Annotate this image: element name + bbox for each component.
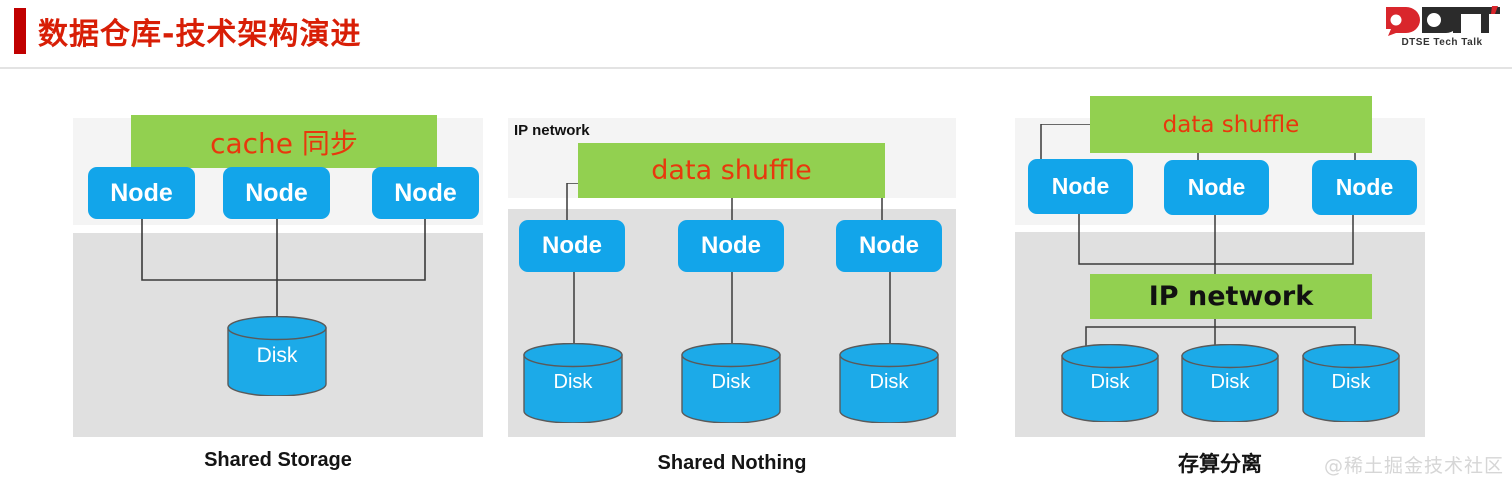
node-box[interactable]: Node	[678, 220, 784, 272]
dtt-logo: DTSE Tech Talk	[1382, 4, 1502, 56]
node-label: Node	[110, 178, 173, 207]
disk-cylinder: Disk	[523, 343, 623, 423]
node-box[interactable]: Node	[1028, 159, 1133, 214]
disk-label: Disk	[1210, 371, 1250, 393]
disk-cylinder: Disk	[1061, 344, 1159, 422]
banner-label: cache 同步	[210, 126, 358, 160]
disk-label: Disk	[1090, 371, 1130, 393]
panel-shared-nothing: IP network data shuffle Node Node Node D…	[508, 118, 956, 474]
disk-cylinder: Disk	[1181, 344, 1279, 422]
disk-cylinder: Disk	[227, 316, 327, 396]
node-box[interactable]: Node	[88, 167, 195, 219]
panel-caption: Shared Nothing	[657, 452, 807, 474]
node-label: Node	[245, 178, 308, 207]
node-label: Node	[859, 232, 919, 259]
node-box[interactable]: Node	[1312, 160, 1417, 215]
disk-cylinder: Disk	[1302, 344, 1400, 422]
ip-network-box: IP network	[1090, 274, 1372, 319]
node-box[interactable]: Node	[836, 220, 942, 272]
disk-cylinder: Disk	[839, 343, 939, 423]
node-box[interactable]: Node	[372, 167, 479, 219]
disk-cylinder: Disk	[681, 343, 781, 423]
ip-network-label: IP network	[514, 122, 590, 139]
node-label: Node	[542, 232, 602, 259]
node-network-connectors	[1015, 212, 1425, 282]
watermark: @稀土掘金技术社区	[1323, 455, 1504, 477]
disk-label: Disk	[1331, 371, 1371, 393]
banner-data-shuffle: data shuffle	[1090, 96, 1372, 153]
panel-shared-storage: cache 同步 Node Node Node Disk Shared Stor…	[0, 0, 500, 486]
page-header: 数据仓库-技术架构演进 DTSE Tech Talk	[0, 0, 1512, 69]
node-label: Node	[701, 232, 761, 259]
page-title: 数据仓库-技术架构演进	[38, 17, 362, 52]
node-label: Node	[1051, 173, 1110, 199]
banner-cache-sync: cache 同步	[131, 115, 437, 168]
banner-label: data shuffle	[651, 155, 812, 186]
disk-label: Disk	[711, 371, 751, 393]
panel-caption: 存算分离	[1178, 452, 1262, 476]
panel-caption: Shared Storage	[204, 449, 352, 471]
title-accent-bar	[14, 8, 26, 54]
header-divider	[0, 67, 1512, 69]
node-label: Node	[394, 178, 457, 207]
node-box[interactable]: Node	[223, 167, 330, 219]
node-box[interactable]: Node	[1164, 160, 1269, 215]
banner-label: data shuffle	[1162, 111, 1300, 138]
node-label: Node	[1335, 174, 1394, 200]
dtt-logo-subtitle: DTSE Tech Talk	[1401, 37, 1483, 48]
node-disk-connectors	[73, 210, 483, 330]
node-box[interactable]: Node	[519, 220, 625, 272]
node-label: Node	[1187, 174, 1246, 200]
disk-label: Disk	[553, 371, 593, 393]
disk-label: Disk	[869, 371, 909, 393]
disk-label: Disk	[256, 344, 298, 367]
ip-network-label: IP network	[1148, 281, 1314, 312]
dtt-logo-mark-icon	[1382, 4, 1502, 36]
banner-data-shuffle: data shuffle	[578, 143, 885, 198]
node-disk-connectors	[508, 270, 956, 350]
